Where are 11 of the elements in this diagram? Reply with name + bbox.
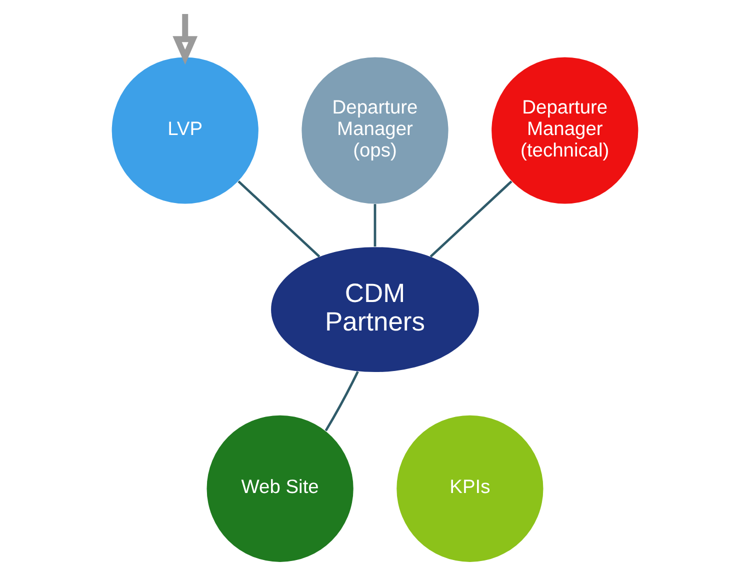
node-circle: Web Site	[206, 415, 354, 562]
node-circle: KPIs	[396, 415, 544, 562]
node-circle: Departure Manager (technical)	[492, 57, 638, 204]
connector	[324, 371, 359, 432]
node-circle: Departure Manager (ops)	[302, 57, 448, 204]
arrow	[172, 14, 198, 65]
node-ellipse: CDM Partners	[271, 247, 479, 372]
node-circle: LVP	[112, 57, 258, 204]
connector	[374, 204, 376, 247]
connector	[430, 180, 512, 258]
connector	[238, 180, 320, 258]
